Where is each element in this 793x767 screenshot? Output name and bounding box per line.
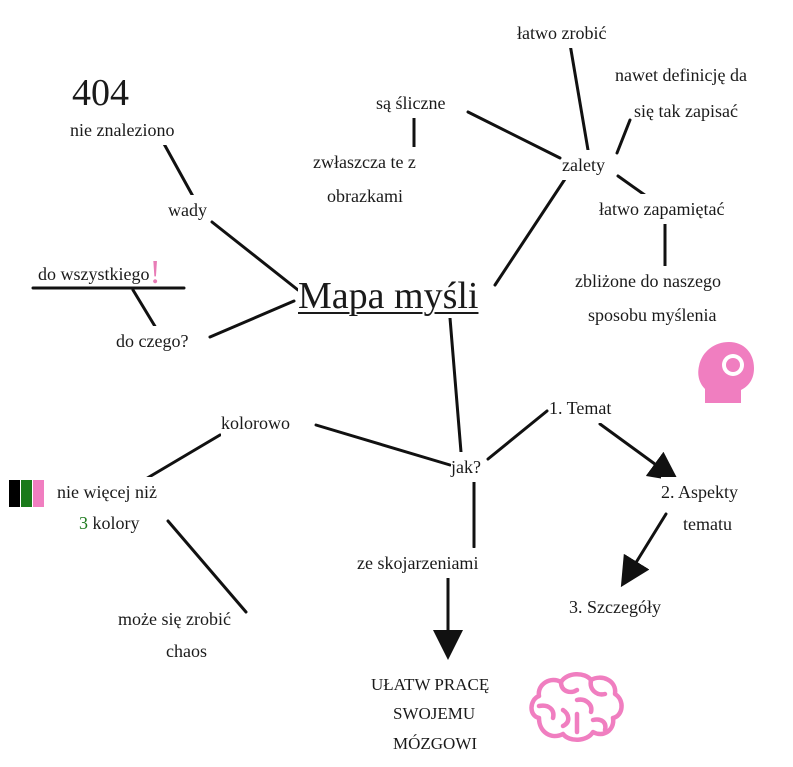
label-jak: jak? xyxy=(451,452,481,482)
label-step3: 3. Szczegóły xyxy=(569,592,661,622)
do-wszystkiego-text: do wszystkiego xyxy=(38,264,150,284)
label-definicje-line2: się tak zapisać xyxy=(634,96,738,126)
label-step1: 1. Temat xyxy=(549,393,612,423)
arrow-aspekty-szczegoly xyxy=(620,512,668,588)
label-zblizone-line2: sposobu myślenia xyxy=(588,300,717,330)
label-colors-line1: nie więcej niż xyxy=(57,477,157,507)
line-zalety-sliczne xyxy=(466,110,562,160)
label-wady: wady xyxy=(168,195,207,225)
label-obrazki-line1: zwłaszcza te z xyxy=(313,147,416,177)
label-zapamietac: łatwo zapamiętać xyxy=(599,194,725,224)
colors-word: kolory xyxy=(92,513,140,533)
label-latwo-zrobic: łatwo zrobić xyxy=(517,18,607,48)
label-404: 404 xyxy=(72,72,129,114)
label-do-czego: do czego? xyxy=(116,326,189,356)
label-obrazki-line2: obrazkami xyxy=(327,181,403,211)
colors-number: 3 xyxy=(79,513,88,533)
label-skojarzenia: ze skojarzeniami xyxy=(357,548,479,578)
label-step2-line1: 2. Aspekty xyxy=(661,477,739,507)
arrow-temat-aspekty xyxy=(598,422,679,482)
line-colors-chaos xyxy=(166,519,248,614)
label-ulatw-line2: SWOJEMU xyxy=(393,699,476,729)
label-definicje-line1: nawet definicję da xyxy=(615,60,747,90)
line-wady-center xyxy=(210,220,300,292)
label-ulatw-line1: UŁATW PRACĘ xyxy=(371,670,490,700)
label-colors-line2: 3 kolory xyxy=(79,508,140,538)
head-icon xyxy=(698,342,754,403)
label-ulatw-line3: MÓZGOWI xyxy=(393,729,478,759)
line-zalety-latwo-zrobic xyxy=(568,42,590,152)
line-zalety-definicje xyxy=(615,118,632,155)
label-zblizone-line1: zbliżone do naszego xyxy=(575,266,721,296)
label-sliczne: są śliczne xyxy=(376,88,446,118)
label-chaos-line2: chaos xyxy=(166,636,207,666)
label-step2-line2: tematu xyxy=(683,509,732,539)
line-jak-kolorowo xyxy=(314,423,452,467)
center-title: Mapa myśli xyxy=(298,274,479,318)
label-chaos-line1: może się zrobić xyxy=(118,604,231,634)
brain-icon xyxy=(529,672,624,742)
label-nie-znaleziono: nie znaleziono xyxy=(70,115,175,145)
line-do-czego-center xyxy=(208,299,296,339)
color-swatch-black xyxy=(9,480,20,507)
label-kolorowo: kolorowo xyxy=(221,408,290,438)
line-kolorowo-colors xyxy=(142,433,222,482)
exclamation-mark: ! xyxy=(149,254,161,291)
line-center-jak xyxy=(448,316,463,454)
label-do-wszystkiego: do wszystkiego! xyxy=(38,256,161,290)
line-do-wszystkiego-do-czego xyxy=(131,288,158,330)
line-jak-temat xyxy=(486,409,549,461)
line-center-zalety xyxy=(493,174,569,287)
label-zalety: zalety xyxy=(562,150,605,180)
color-swatch-pink xyxy=(33,480,44,507)
color-swatch-green xyxy=(21,480,32,507)
line-404-wady xyxy=(161,140,197,202)
